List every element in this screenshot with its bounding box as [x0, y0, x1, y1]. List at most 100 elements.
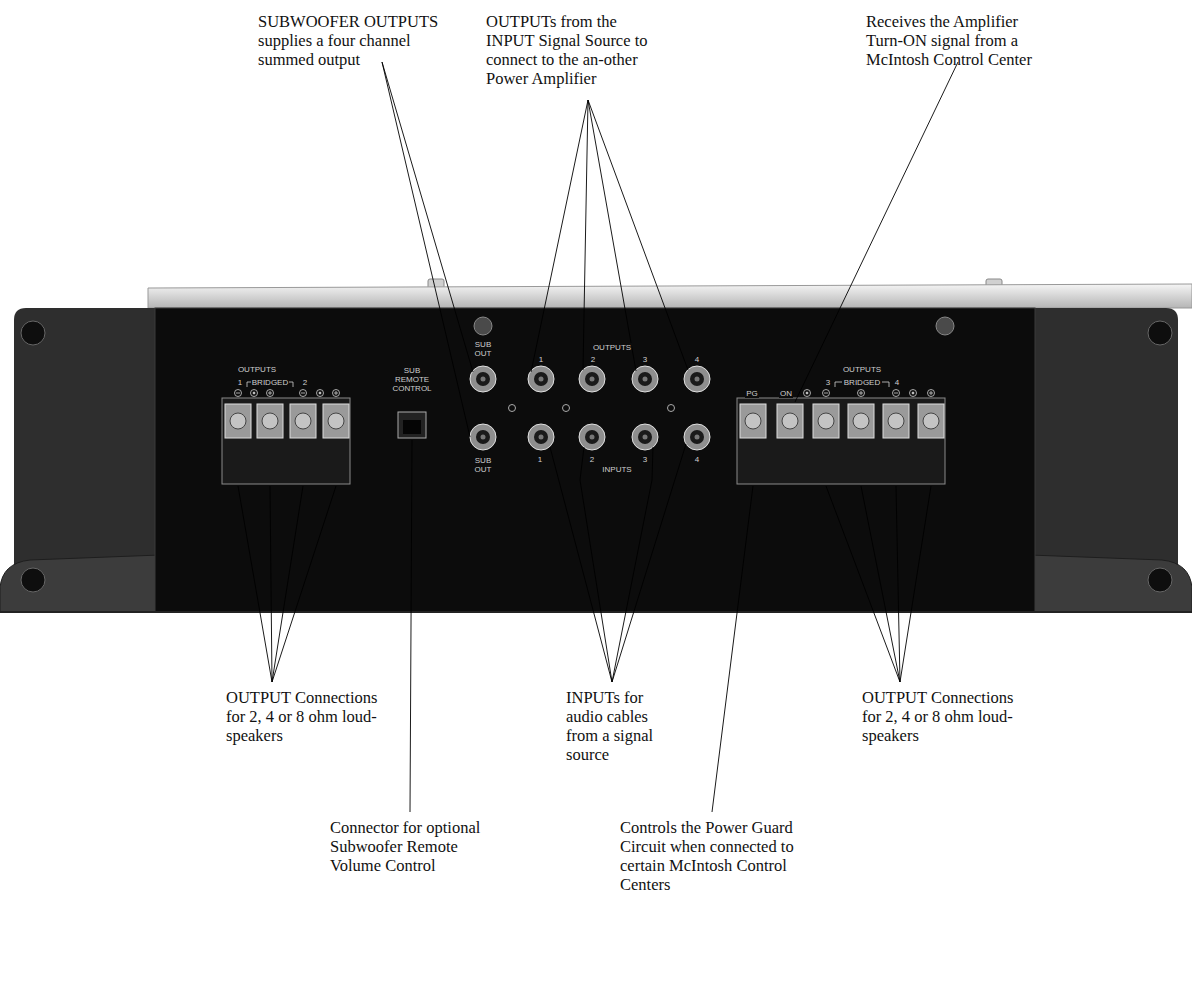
terminal-body: [257, 404, 283, 438]
ground-dot: [509, 405, 516, 412]
panel-label: 3: [641, 355, 649, 364]
callout-text: Controls the Power Guard Circuit when co…: [620, 818, 816, 894]
leader-line: [550, 447, 612, 682]
rear-panel: [155, 308, 1035, 612]
jack-pin: [590, 377, 595, 382]
rca-jack: [528, 424, 554, 450]
top-plate: [148, 284, 1192, 308]
jack-pin: [481, 377, 486, 382]
jack-hole: [476, 430, 490, 444]
leader-line: [861, 486, 900, 682]
plus-symbol: [333, 390, 340, 397]
leader-line: [612, 447, 653, 682]
jack-pin: [643, 435, 648, 440]
panel-label: 2: [589, 355, 597, 364]
panel-screw: [474, 317, 492, 335]
leader-line: [531, 100, 588, 372]
plus-symbol: [267, 390, 274, 397]
callout-text: OUTPUT Connections for 2, 4 or 8 ohm lou…: [862, 688, 1026, 745]
panel-label: SUB OUT: [472, 456, 494, 474]
terminal-block: [737, 398, 945, 484]
leader-line: [588, 100, 636, 371]
jack-hole: [638, 430, 652, 444]
mounting-flange: [1030, 555, 1192, 612]
mounting-hole: [1148, 321, 1172, 345]
panel-label: 2: [301, 378, 309, 387]
speaker-terminal: [225, 404, 349, 438]
plus-symbol: [858, 390, 865, 397]
panel-label: BRIDGED: [251, 378, 289, 387]
rj-jack-opening: [403, 420, 421, 434]
dot-center: [806, 392, 808, 394]
panel-label: 4: [893, 378, 901, 387]
panel-label: PG: [745, 389, 759, 398]
minus-bar: [824, 393, 828, 394]
dot-symbol: [804, 390, 811, 397]
jack-hole: [690, 430, 704, 444]
rca-jack: [528, 366, 554, 392]
plus-bars: [334, 391, 338, 395]
leader-line: [272, 486, 336, 682]
jack-hole: [534, 372, 548, 386]
dot-center: [319, 392, 321, 394]
minus-bar: [301, 393, 305, 394]
jack-pin: [695, 377, 700, 382]
jack-ring: [470, 366, 496, 392]
dot-symbol: [251, 390, 258, 397]
leader-line: [382, 62, 473, 372]
callout-text: OUTPUT Connections for 2, 4 or 8 ohm lou…: [226, 688, 390, 745]
panel-label: 2: [588, 455, 596, 464]
minus-symbol: [300, 390, 307, 397]
panel-label: OUTPUTS: [237, 365, 277, 374]
callout-text: Receives the Amplifier Turn-ON signal fr…: [866, 12, 1051, 69]
jack-ring: [528, 424, 554, 450]
plus-bars: [929, 391, 933, 395]
jack-ring: [528, 366, 554, 392]
terminal-body: [883, 404, 909, 438]
panel-label: 1: [537, 355, 545, 364]
callout-text: Connector for optional Subwoofer Remote …: [330, 818, 496, 875]
speaker-terminal: [740, 404, 944, 438]
jack-hole: [690, 372, 704, 386]
panel-label: SUB OUT: [472, 340, 494, 358]
terminal-screw: [230, 413, 246, 429]
jack-pin: [481, 435, 486, 440]
leader-line: [712, 486, 753, 812]
rca-jack: [470, 366, 496, 392]
terminal-screw: [295, 413, 311, 429]
callout-text: SUBWOOFER OUTPUTS supplies a four channe…: [258, 12, 450, 69]
callout-text: OUTPUTs from the INPUT Signal Source to …: [486, 12, 654, 88]
terminal-body: [740, 404, 766, 438]
panel-label: OUTPUTS: [842, 365, 882, 374]
callout-text: INPUTs for audio cables from a signal so…: [566, 688, 668, 764]
rca-jack: [579, 424, 605, 450]
jack-pin: [539, 377, 544, 382]
panel-label: 3: [641, 455, 649, 464]
panel-label: 1: [236, 378, 244, 387]
terminal-body: [918, 404, 944, 438]
leader-line: [580, 447, 612, 682]
minus-symbol: [893, 390, 900, 397]
bottom-edge: [0, 611, 1192, 613]
jack-pin: [539, 435, 544, 440]
panel-label: 4: [693, 355, 701, 364]
panel-label: 1: [536, 455, 544, 464]
jack-ring: [579, 424, 605, 450]
terminal-body: [848, 404, 874, 438]
panel-label: 4: [693, 455, 701, 464]
ground-dot: [668, 405, 675, 412]
mounting-hole: [1148, 568, 1172, 592]
leader-line: [612, 444, 686, 682]
jack-pin: [590, 435, 595, 440]
jack-pin: [643, 377, 648, 382]
leader-line: [382, 62, 470, 437]
leader-line: [238, 486, 272, 682]
jack-hole: [534, 430, 548, 444]
panel-label: 3: [824, 378, 832, 387]
terminal-screw: [328, 413, 344, 429]
terminal-block: [222, 398, 350, 484]
leader-line: [900, 486, 931, 682]
panel-label: ON: [779, 389, 793, 398]
jack-hole: [638, 372, 652, 386]
mounting-flange: [0, 555, 160, 612]
